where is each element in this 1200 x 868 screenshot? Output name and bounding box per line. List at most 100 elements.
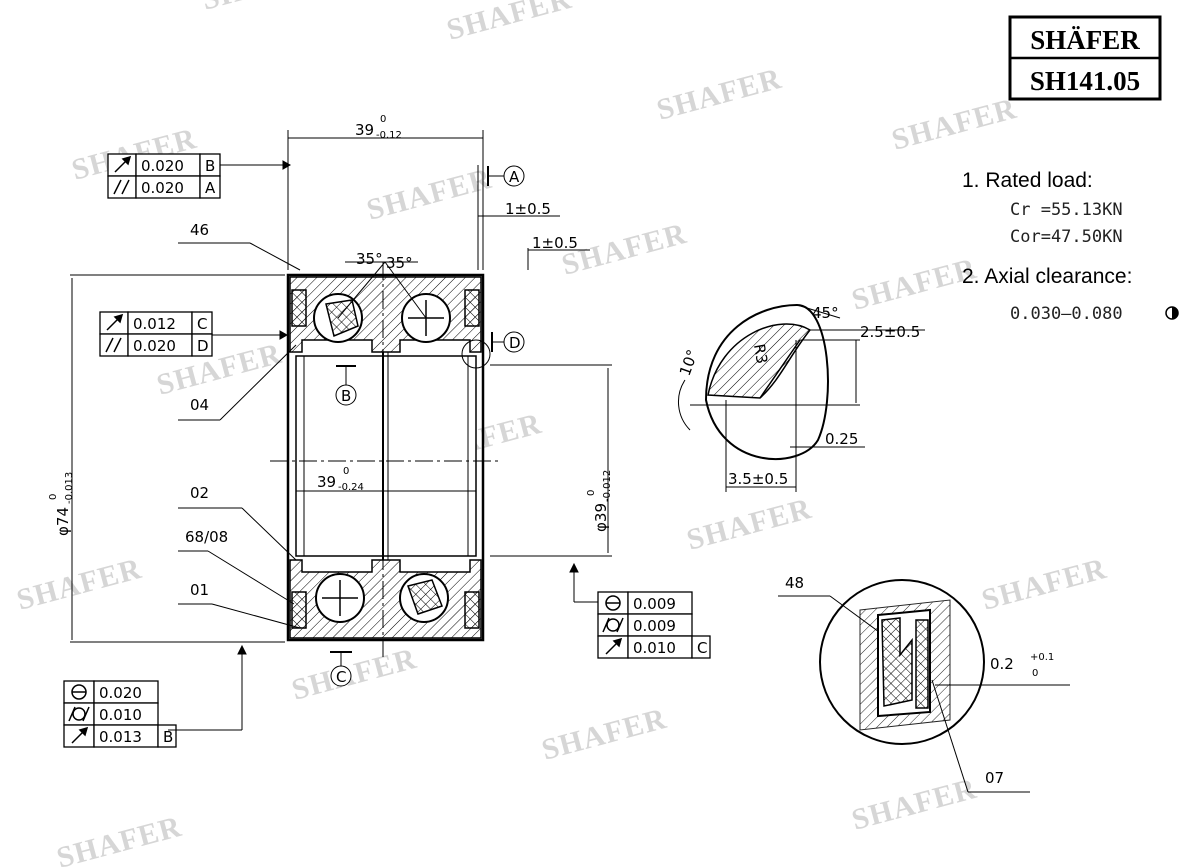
tolerance-datum: D [197,337,209,355]
tolerance-value: 0.013 [99,728,142,746]
dim-inner-width-tol: -0.24 [338,482,364,493]
bore-region [295,355,477,557]
dim-width-top-upper: 0 [380,114,386,125]
part-label-02: 02 [190,484,209,502]
runout-icon [114,155,132,173]
parallelism-icon [105,337,122,353]
datum-a-marker [503,165,525,187]
cylindricity-icon [68,706,90,722]
watermark: SHAFER [443,0,575,47]
datum-b-marker [335,384,357,406]
dim-offset-a: 1±0.5 [505,200,551,218]
tolerance-datum: B [163,728,173,746]
dim-offset-b: 1±0.5 [532,234,578,252]
part-label-6808: 68/08 [185,528,228,546]
tolerance-value: 0.012 [133,315,176,333]
part-label-48: 48 [785,574,804,592]
groove-depth: 2.5±0.5 [860,323,920,341]
part-label-07: 07 [985,769,1004,787]
watermark: SHAFER [888,92,1020,157]
watermark: SHAFER [363,162,495,227]
watermark: SHAFER [538,702,670,767]
groove-gap: 0.25 [825,430,858,448]
ball-bottom-right [399,573,449,623]
tolerance-frame-row: 0.013 B [63,724,177,748]
part-label-01: 01 [190,581,209,599]
datum-d-label: D [509,334,521,352]
tolerance-frame-row: 0.020 B [107,153,221,177]
ball-bottom-left [315,573,365,623]
tolerance-value: 0.010 [99,706,142,724]
watermark: SHAFER [13,552,145,617]
tolerance-datum: C [197,315,207,333]
dim-inner-width-upper: 0 [343,466,349,477]
seal-top-right [464,289,480,327]
groove-angle-10: 10° [676,347,702,378]
groove-radius: R3 [750,342,771,365]
rated-load-cr: Cr =55.13KN [1010,200,1123,220]
dim-angle-right: 35° [386,254,413,272]
seal-gap-upper: +0.1 [1030,652,1054,663]
tolerance-value: 0.009 [633,617,676,635]
roundness-icon [605,595,621,611]
seal-gap: 0.2 [990,655,1014,673]
tolerance-frame-row: 0.020 A [107,175,221,199]
axial-clearance-value: 0.030–0.080 [1010,304,1123,324]
tolerance-value: 0.010 [633,639,676,657]
cylindricity-icon [602,617,624,633]
tolerance-value: 0.009 [633,595,676,613]
part-label-04: 04 [190,396,209,414]
detail-groove [677,303,925,492]
outer-ring-outline [286,273,485,642]
watermark: SHAFER [53,810,185,868]
detail-circle-marker [461,339,491,369]
dim-bore-diameter: φ39 [592,503,610,532]
tolerance-frame-row: 0.012 C [99,311,213,335]
tolerance-frame-row: 0.010 [63,702,159,726]
rated-load-heading: 1. Rated load: [962,169,1093,192]
dim-width-top: 39 [355,121,374,139]
tolerance-datum: A [205,179,216,197]
datum-b-label: B [341,387,351,405]
datum-d-marker [503,331,525,353]
seal-top-left [291,289,307,327]
dim-bore-diameter-upper: 0 [586,490,597,496]
seal-bottom-right [464,591,480,629]
title-block: SHÄFER SH141.05 [1008,15,1162,101]
tolerance-value: 0.020 [141,179,184,197]
dim-outer-diameter: φ74 [54,507,72,536]
tolerance-value: 0.020 [141,157,184,175]
watermark: SHAFER [683,492,815,557]
tolerance-datum: B [205,157,215,175]
roundness-icon [71,684,87,700]
watermark: SHAFER [978,552,1110,617]
main-dimensions [70,130,612,643]
seal-bottom-left [291,591,307,629]
tolerance-frame-row: 0.020 [63,680,159,704]
bearing-section [270,261,500,660]
notes: 1. Rated load: Cr =55.13KN Cor=47.50KN 2… [962,169,1179,324]
runout-icon [71,726,89,744]
rated-load-cor: Cor=47.50KN [1010,227,1123,247]
dim-angle-left: 35° [356,250,383,268]
parallelism-icon [113,179,130,195]
runout-icon [106,313,124,331]
part-label-46: 46 [190,221,209,239]
detail-seal [819,579,1070,745]
tolerance-frame-row: 0.009 [597,613,693,637]
groove-width: 3.5±0.5 [728,470,788,488]
datum-c-label: C [336,668,346,686]
dim-bore-diameter-tol: -0.012 [602,470,613,502]
groove-angle-45: 45° [812,304,839,322]
watermark-layer: SHAFER SHAFER SHAFER SHAFER SHAFER SHAFE… [13,0,1110,868]
dim-inner-width: 39 [317,473,336,491]
runout-icon [605,637,623,655]
tolerance-frame-row: 0.009 [597,591,693,615]
watermark: SHAFER [653,62,785,127]
datum-a-label: A [509,168,520,186]
axial-clearance-heading: 2. Axial clearance: [962,265,1132,288]
